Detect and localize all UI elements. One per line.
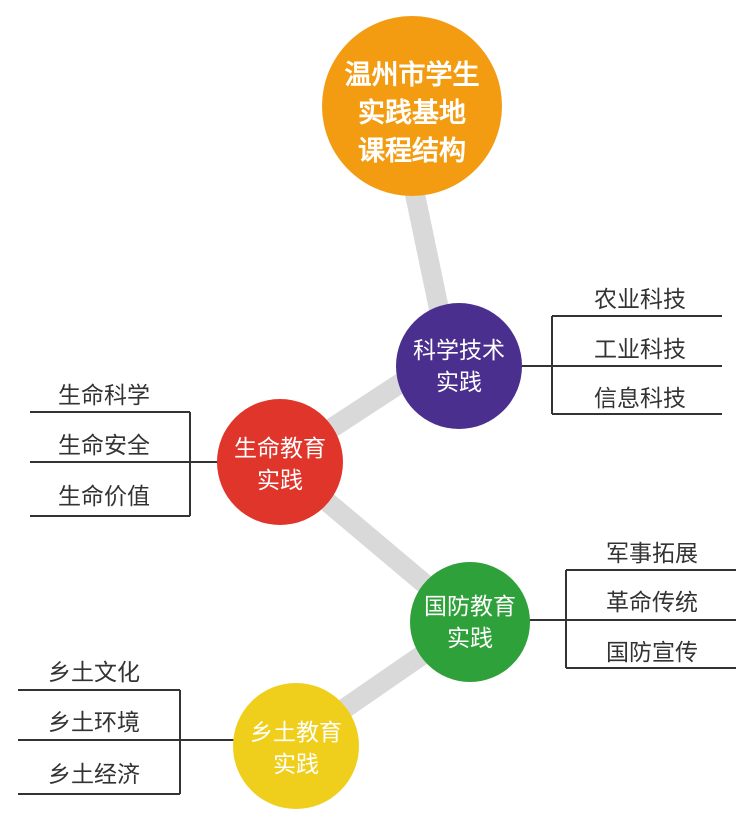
leaf-life-2: 生命安全 — [58, 433, 150, 459]
leaf-defense-3: 国防宣传 — [606, 640, 698, 666]
leaf-local-2: 乡土环境 — [48, 710, 140, 736]
root-title-line-1: 温州市学生 — [345, 59, 480, 91]
life-circle — [217, 399, 343, 525]
branch-node-science: 科学技术 实践 — [396, 303, 522, 429]
leaf-defense-1: 军事拓展 — [606, 541, 698, 567]
defense-label-line-1: 国防教育 — [424, 594, 516, 620]
branch-node-life: 生命教育 实践 — [217, 399, 343, 525]
branch-node-defense: 国防教育 实践 — [410, 562, 530, 682]
local-label-line-1: 乡土教育 — [250, 720, 342, 746]
leaf-local-3: 乡土经济 — [48, 762, 140, 788]
local-label-line-2: 实践 — [273, 752, 319, 778]
science-label-line-1: 科学技术 — [413, 338, 505, 364]
leaf-labels: 农业科技 工业科技 信息科技 生命科学 生命安全 生命价值 军事拓展 革命传统 … — [48, 287, 698, 788]
leaf-science-3: 信息科技 — [594, 386, 686, 412]
leaf-science-2: 工业科技 — [594, 337, 686, 363]
leaf-local-1: 乡土文化 — [48, 660, 140, 686]
leaf-life-3: 生命价值 — [58, 484, 150, 510]
root-title-line-2: 实践基地 — [358, 97, 466, 129]
life-label-line-1: 生命教育 — [234, 436, 326, 462]
defense-label-line-2: 实践 — [447, 626, 493, 652]
leaf-brackets — [18, 315, 736, 795]
leaf-life-1: 生命科学 — [58, 383, 150, 409]
leaf-science-1: 农业科技 — [594, 287, 686, 313]
root-node: 温州市学生 实践基地 课程结构 — [322, 16, 502, 196]
science-label-line-2: 实践 — [436, 370, 482, 396]
local-circle — [233, 683, 359, 809]
root-title-line-3: 课程结构 — [358, 136, 466, 167]
defense-circle — [410, 562, 530, 682]
leaf-defense-2: 革命传统 — [606, 590, 698, 616]
branch-node-local: 乡土教育 实践 — [233, 683, 359, 809]
science-circle — [396, 303, 522, 429]
root-circle — [322, 16, 502, 196]
life-label-line-2: 实践 — [257, 468, 303, 494]
